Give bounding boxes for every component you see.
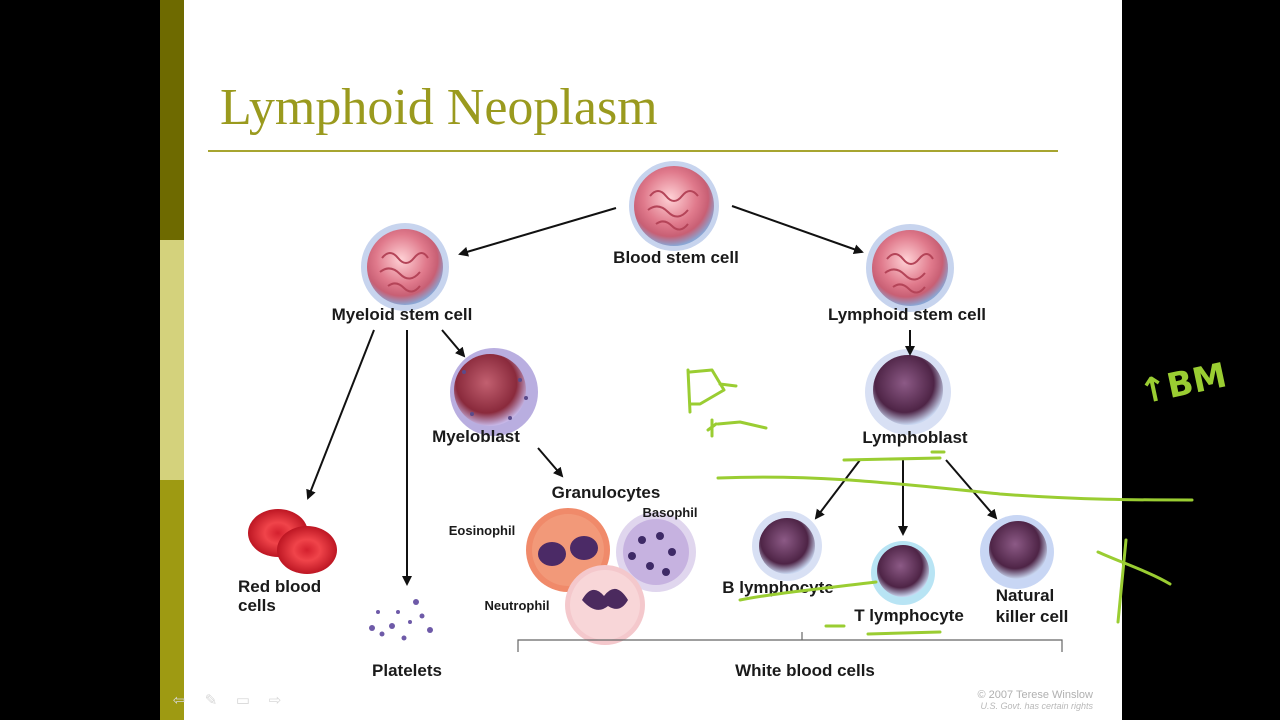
ink-note: ↑BM: [1136, 355, 1231, 412]
slide-navigation: ⇦ ✎ ▭ ⇨: [168, 692, 286, 710]
label-natural-killer-line2: killer cell: [996, 607, 1069, 626]
slide-accent-bar-light: [160, 240, 184, 480]
label-lymphoid-stem-cell: Lymphoid stem cell: [828, 305, 986, 324]
credit-line1: © 2007 Terese Winslow: [977, 689, 1093, 701]
label-platelets: Platelets: [372, 661, 442, 680]
arrow-to-myeloblast: [441, 329, 466, 358]
label-white-blood-cells: White blood cells: [735, 661, 875, 680]
myeloid-stem-cell: [361, 223, 449, 311]
label-myeloid-stem-cell: Myeloid stem cell: [332, 305, 473, 324]
arrow-to-granulocytes: [537, 447, 564, 478]
arrow-to-b-lymphocyte: [814, 459, 861, 520]
slide-accent-bar-dark: [160, 0, 184, 240]
blood-stem-cell: [629, 161, 719, 251]
arrow-to-lymphoid: [731, 205, 864, 255]
label-red-blood-cells-line1: Red blood: [238, 577, 321, 596]
label-red-blood-cells-line2: cells: [238, 596, 276, 615]
ink-underline-b-lymphocyte: [738, 580, 878, 602]
arrow-to-natural-killer: [945, 459, 998, 520]
ink-horizontal-line: [716, 475, 1194, 502]
slide-menu-button[interactable]: ▭: [235, 692, 251, 709]
label-blood-stem-cell: Blood stem cell: [613, 248, 739, 267]
arrow-to-red-blood-cells: [306, 329, 375, 500]
label-eosinophil: Eosinophil: [449, 523, 515, 538]
label-b-lymphocyte: B lymphocyte: [722, 578, 833, 597]
lymphoid-stem-cell: [866, 224, 954, 312]
platelets-image: [369, 599, 433, 641]
t-lymphocyte-cell: [871, 541, 935, 605]
b-lymphocyte-cell: [752, 511, 822, 581]
title-rule: [208, 150, 1058, 152]
eosinophil-cell: [526, 508, 610, 592]
neutrophil-cell: [565, 565, 645, 645]
hematopoiesis-diagram: Blood stem cell Myeloid stem cell Lympho…: [238, 161, 1093, 711]
label-lymphoblast: Lymphoblast: [862, 428, 967, 447]
ink-underline-t-lymphocyte: [824, 624, 942, 636]
label-neutrophil: Neutrophil: [485, 598, 550, 613]
next-slide-button[interactable]: ⇨: [268, 692, 282, 709]
basophil-cell: [616, 512, 696, 592]
label-granulocytes: Granulocytes: [552, 483, 661, 502]
ink-stroke-cross: [706, 418, 718, 438]
slide: Lymphoid Neoplasm: [160, 0, 1122, 720]
ink-stroke-letter: [686, 368, 726, 414]
label-basophil: Basophil: [643, 505, 698, 520]
myeloblast-cell: [450, 348, 538, 436]
previous-slide-button[interactable]: ⇦: [172, 692, 186, 709]
ink-stroke-x: [1096, 538, 1172, 624]
white-blood-cells-bracket: [517, 639, 1063, 652]
natural-killer-cell: [980, 515, 1054, 589]
ink-stroke-dash: [718, 382, 738, 388]
ink-stroke-tail: [716, 420, 768, 430]
label-myeloblast: Myeloblast: [432, 427, 520, 446]
label-natural-killer-line1: Natural: [996, 586, 1055, 605]
slide-title: Lymphoid Neoplasm: [220, 79, 658, 136]
red-blood-cells-image: [248, 509, 337, 574]
label-t-lymphocyte: T lymphocyte: [854, 606, 964, 625]
lymphoblast-cell: [865, 349, 951, 435]
ink-underline-lymphoblast: [842, 450, 946, 462]
slide-accent-bar-mid: [160, 480, 184, 720]
arrow-to-myeloid: [458, 207, 617, 257]
pen-tool-button[interactable]: ✎: [204, 692, 218, 709]
credit-line2: U.S. Govt. has certain rights: [980, 701, 1093, 711]
